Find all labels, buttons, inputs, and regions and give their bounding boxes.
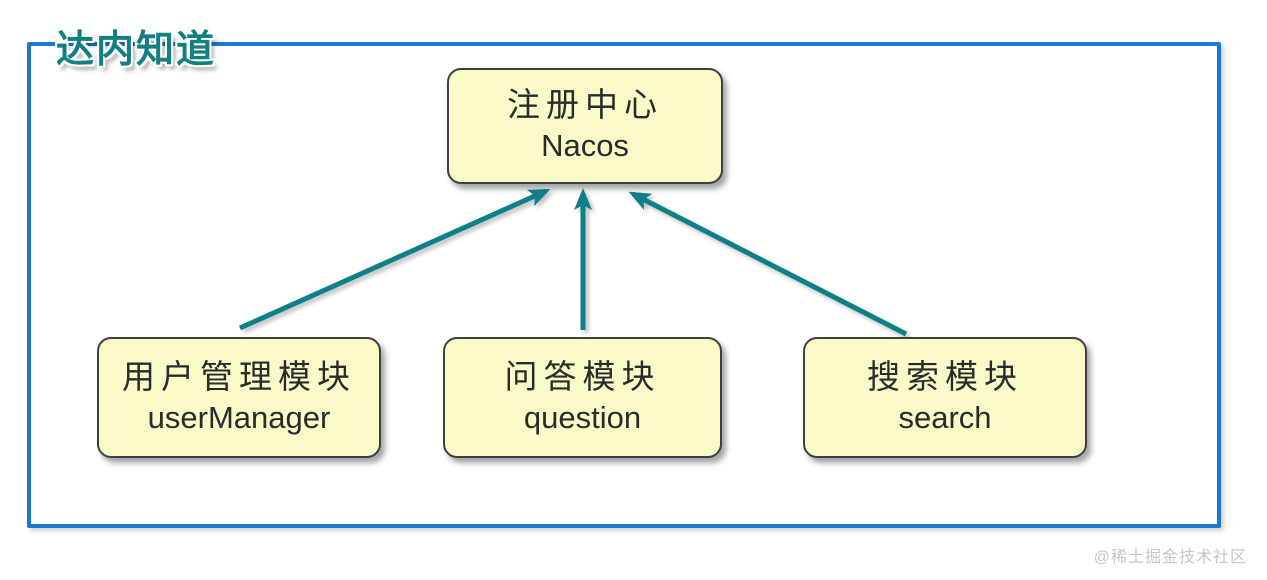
node-question-label-zh: 问答模块: [504, 359, 661, 396]
node-question: 问答模块 question: [443, 337, 722, 458]
node-search-label-en: search: [898, 399, 992, 435]
node-search-label-zh: 搜索模块: [867, 359, 1023, 396]
node-usermanager-label-en: userManager: [147, 399, 331, 435]
node-nacos: 注册中心 Nacos: [447, 68, 723, 184]
node-usermanager: 用户管理模块 userManager: [97, 337, 381, 458]
node-nacos-label-zh: 注册中心: [507, 88, 663, 124]
node-search: 搜索模块 search: [803, 337, 1087, 458]
node-nacos-label-en: Nacos: [541, 128, 629, 164]
node-question-label-en: question: [523, 399, 642, 435]
watermark: @稀土掘金技术社区: [1093, 549, 1247, 566]
frame-border: [27, 42, 1221, 528]
node-usermanager-label-zh: 用户管理模块: [122, 359, 356, 396]
diagram-title: 达内知道: [56, 29, 217, 71]
